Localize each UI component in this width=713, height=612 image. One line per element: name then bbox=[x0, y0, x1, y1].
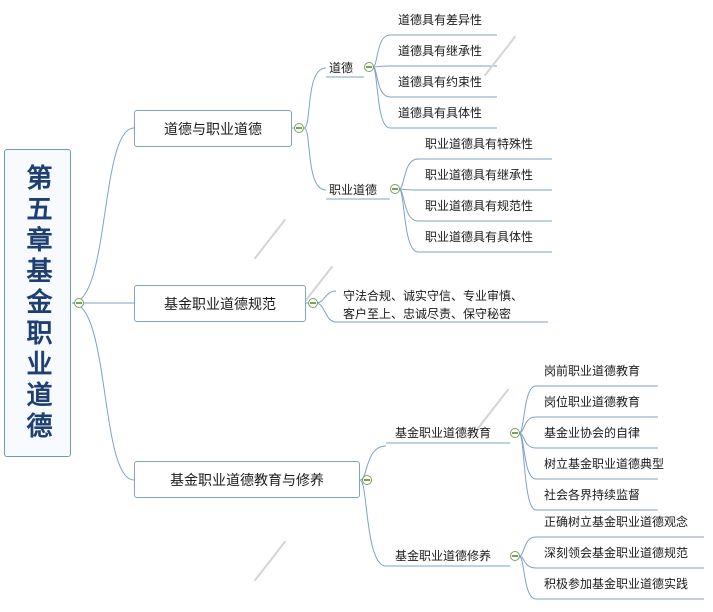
leaf-item[interactable]: 基金业协会的自律 bbox=[544, 426, 641, 440]
leaf-item[interactable]: 积极参加基金职业道德实践 bbox=[544, 577, 689, 591]
leaf-item[interactable]: 树立基金职业道德典型 bbox=[544, 457, 665, 471]
group-label[interactable]: 职业道德 bbox=[329, 183, 378, 197]
branch-education[interactable]: 基金职业道德教育与修养 bbox=[134, 461, 360, 498]
branch-ethics[interactable]: 道德与职业道德 bbox=[134, 110, 292, 147]
collapse-toggle-icon[interactable] bbox=[364, 62, 374, 72]
branch-ethics-label: 道德与职业道德 bbox=[164, 121, 262, 138]
branch-norms-label: 基金职业道德规范 bbox=[164, 296, 276, 313]
collapse-toggle-icon[interactable] bbox=[294, 123, 304, 133]
group-label[interactable]: 基金职业道德教育 bbox=[395, 426, 492, 440]
leaf-item[interactable]: 道德具有差异性 bbox=[398, 13, 483, 27]
leaf-item[interactable]: 职业道德具有规范性 bbox=[425, 199, 534, 213]
collapse-toggle-icon[interactable] bbox=[510, 428, 520, 438]
leaf-item[interactable]: 岗前职业道德教育 bbox=[544, 364, 641, 378]
collapse-toggle-icon[interactable] bbox=[308, 298, 318, 308]
leaf-item[interactable]: 深刻领会基金职业道德规范 bbox=[544, 546, 689, 560]
branch-norms[interactable]: 基金职业道德规范 bbox=[134, 285, 306, 322]
leaf-item[interactable]: 职业道德具有继承性 bbox=[425, 168, 534, 182]
leaf-item[interactable]: 道德具有继承性 bbox=[398, 44, 483, 58]
leaf-item[interactable]: 职业道德具有特殊性 bbox=[425, 137, 534, 151]
root-topic-label: 第五章基金职业道德 bbox=[22, 163, 52, 443]
norms-content-line-2[interactable]: 客户至上、忠诚尽责、保守秘密 bbox=[343, 307, 512, 321]
leaf-item[interactable]: 道德具有约束性 bbox=[398, 75, 483, 89]
group-label[interactable]: 基金职业道德修养 bbox=[395, 549, 492, 563]
collapse-toggle-icon[interactable] bbox=[74, 298, 84, 308]
collapse-toggle-icon[interactable] bbox=[510, 551, 520, 561]
leaf-item[interactable]: 岗位职业道德教育 bbox=[544, 395, 641, 409]
group-label[interactable]: 道德 bbox=[329, 61, 354, 75]
leaf-item[interactable]: 道德具有具体性 bbox=[398, 106, 483, 120]
leaf-item[interactable]: 社会各界持续监督 bbox=[544, 488, 641, 502]
branch-education-label: 基金职业道德教育与修养 bbox=[170, 472, 324, 489]
leaf-item[interactable]: 职业道德具有具体性 bbox=[425, 230, 534, 244]
collapse-toggle-icon[interactable] bbox=[390, 184, 400, 194]
collapse-toggle-icon[interactable] bbox=[362, 475, 372, 485]
leaf-item[interactable]: 正确树立基金职业道德观念 bbox=[544, 515, 689, 529]
norms-content-line-1[interactable]: 守法合规、诚实守信、专业审慎、 bbox=[343, 289, 524, 303]
root-topic[interactable]: 第五章基金职业道德 bbox=[4, 149, 71, 457]
